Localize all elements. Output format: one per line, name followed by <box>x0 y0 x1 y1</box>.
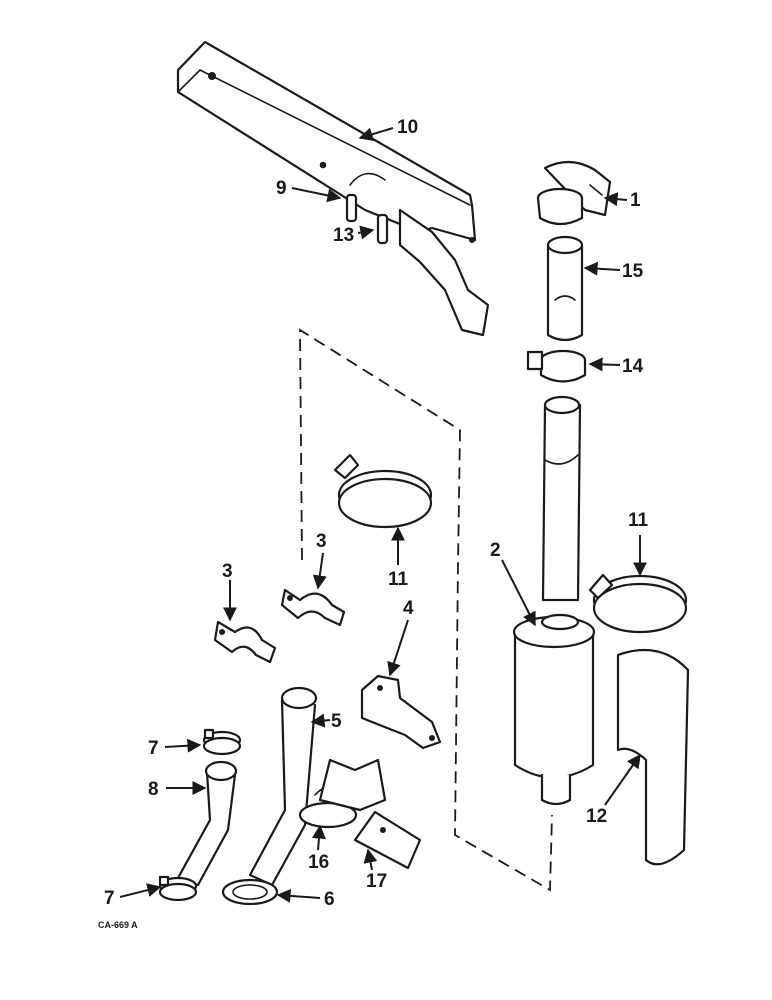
leader-10 <box>358 127 394 142</box>
leader-16 <box>311 824 326 851</box>
callout-7a: 7 <box>148 738 159 759</box>
callout-15: 15 <box>622 261 644 282</box>
exhaust-tube-part <box>176 760 238 887</box>
hose-clamp-upper-part <box>202 728 242 756</box>
leader-9 <box>291 187 342 203</box>
muffler-guard-part <box>616 648 690 866</box>
leader-12 <box>604 753 641 806</box>
leader-3a <box>312 552 327 590</box>
leader-7b <box>119 883 162 898</box>
callout-14: 14 <box>622 356 644 377</box>
callout-11a: 11 <box>388 569 409 590</box>
band-clamp-right-part <box>588 573 688 634</box>
band-clamp-upper-part <box>333 453 433 529</box>
callout-11b: 11 <box>628 510 649 531</box>
leader-15 <box>583 261 621 276</box>
leader-6 <box>276 888 321 903</box>
callout-5: 5 <box>331 711 342 732</box>
u-bracket-upper-part <box>280 588 346 627</box>
leader-2 <box>501 559 536 627</box>
assembly-dashed-line <box>299 328 553 892</box>
callout-17: 17 <box>366 871 387 892</box>
heat-shield-part <box>176 40 490 337</box>
pipe-clamp-part <box>526 349 587 383</box>
pin-13-part <box>376 213 389 245</box>
callout-9: 9 <box>276 178 287 199</box>
callout-1: 1 <box>630 190 641 211</box>
exhaust-elbow-part <box>248 686 318 887</box>
callout-16: 16 <box>308 852 329 873</box>
callout-2: 2 <box>490 540 501 561</box>
support-plate-part <box>318 758 422 870</box>
callout-8: 8 <box>148 779 159 800</box>
callout-4: 4 <box>403 598 414 619</box>
u-bracket-lower-part <box>213 620 277 664</box>
leader-7a <box>164 738 202 753</box>
leader-17 <box>363 848 378 871</box>
leader-14 <box>588 357 621 372</box>
hose-clamp-lower-part <box>158 875 198 902</box>
leader-1 <box>603 192 628 207</box>
leader-13 <box>357 225 375 240</box>
callout-3a: 3 <box>316 531 327 552</box>
flange-gasket-part <box>221 878 279 906</box>
callout-6: 6 <box>324 889 335 910</box>
callout-12: 12 <box>586 806 607 827</box>
pin-part <box>345 193 358 223</box>
mounting-bracket-part <box>360 674 442 750</box>
callout-10: 10 <box>397 117 418 138</box>
muffler-part <box>512 395 596 806</box>
callout-3b: 3 <box>222 561 233 582</box>
rain-cap-part <box>536 160 612 226</box>
pipe-section-part <box>546 235 584 342</box>
drawing-code: CA-669 A <box>98 920 138 930</box>
leader-4 <box>387 619 409 677</box>
callout-13: 13 <box>333 225 354 246</box>
callout-7b: 7 <box>104 888 115 909</box>
leader-5 <box>310 713 331 728</box>
